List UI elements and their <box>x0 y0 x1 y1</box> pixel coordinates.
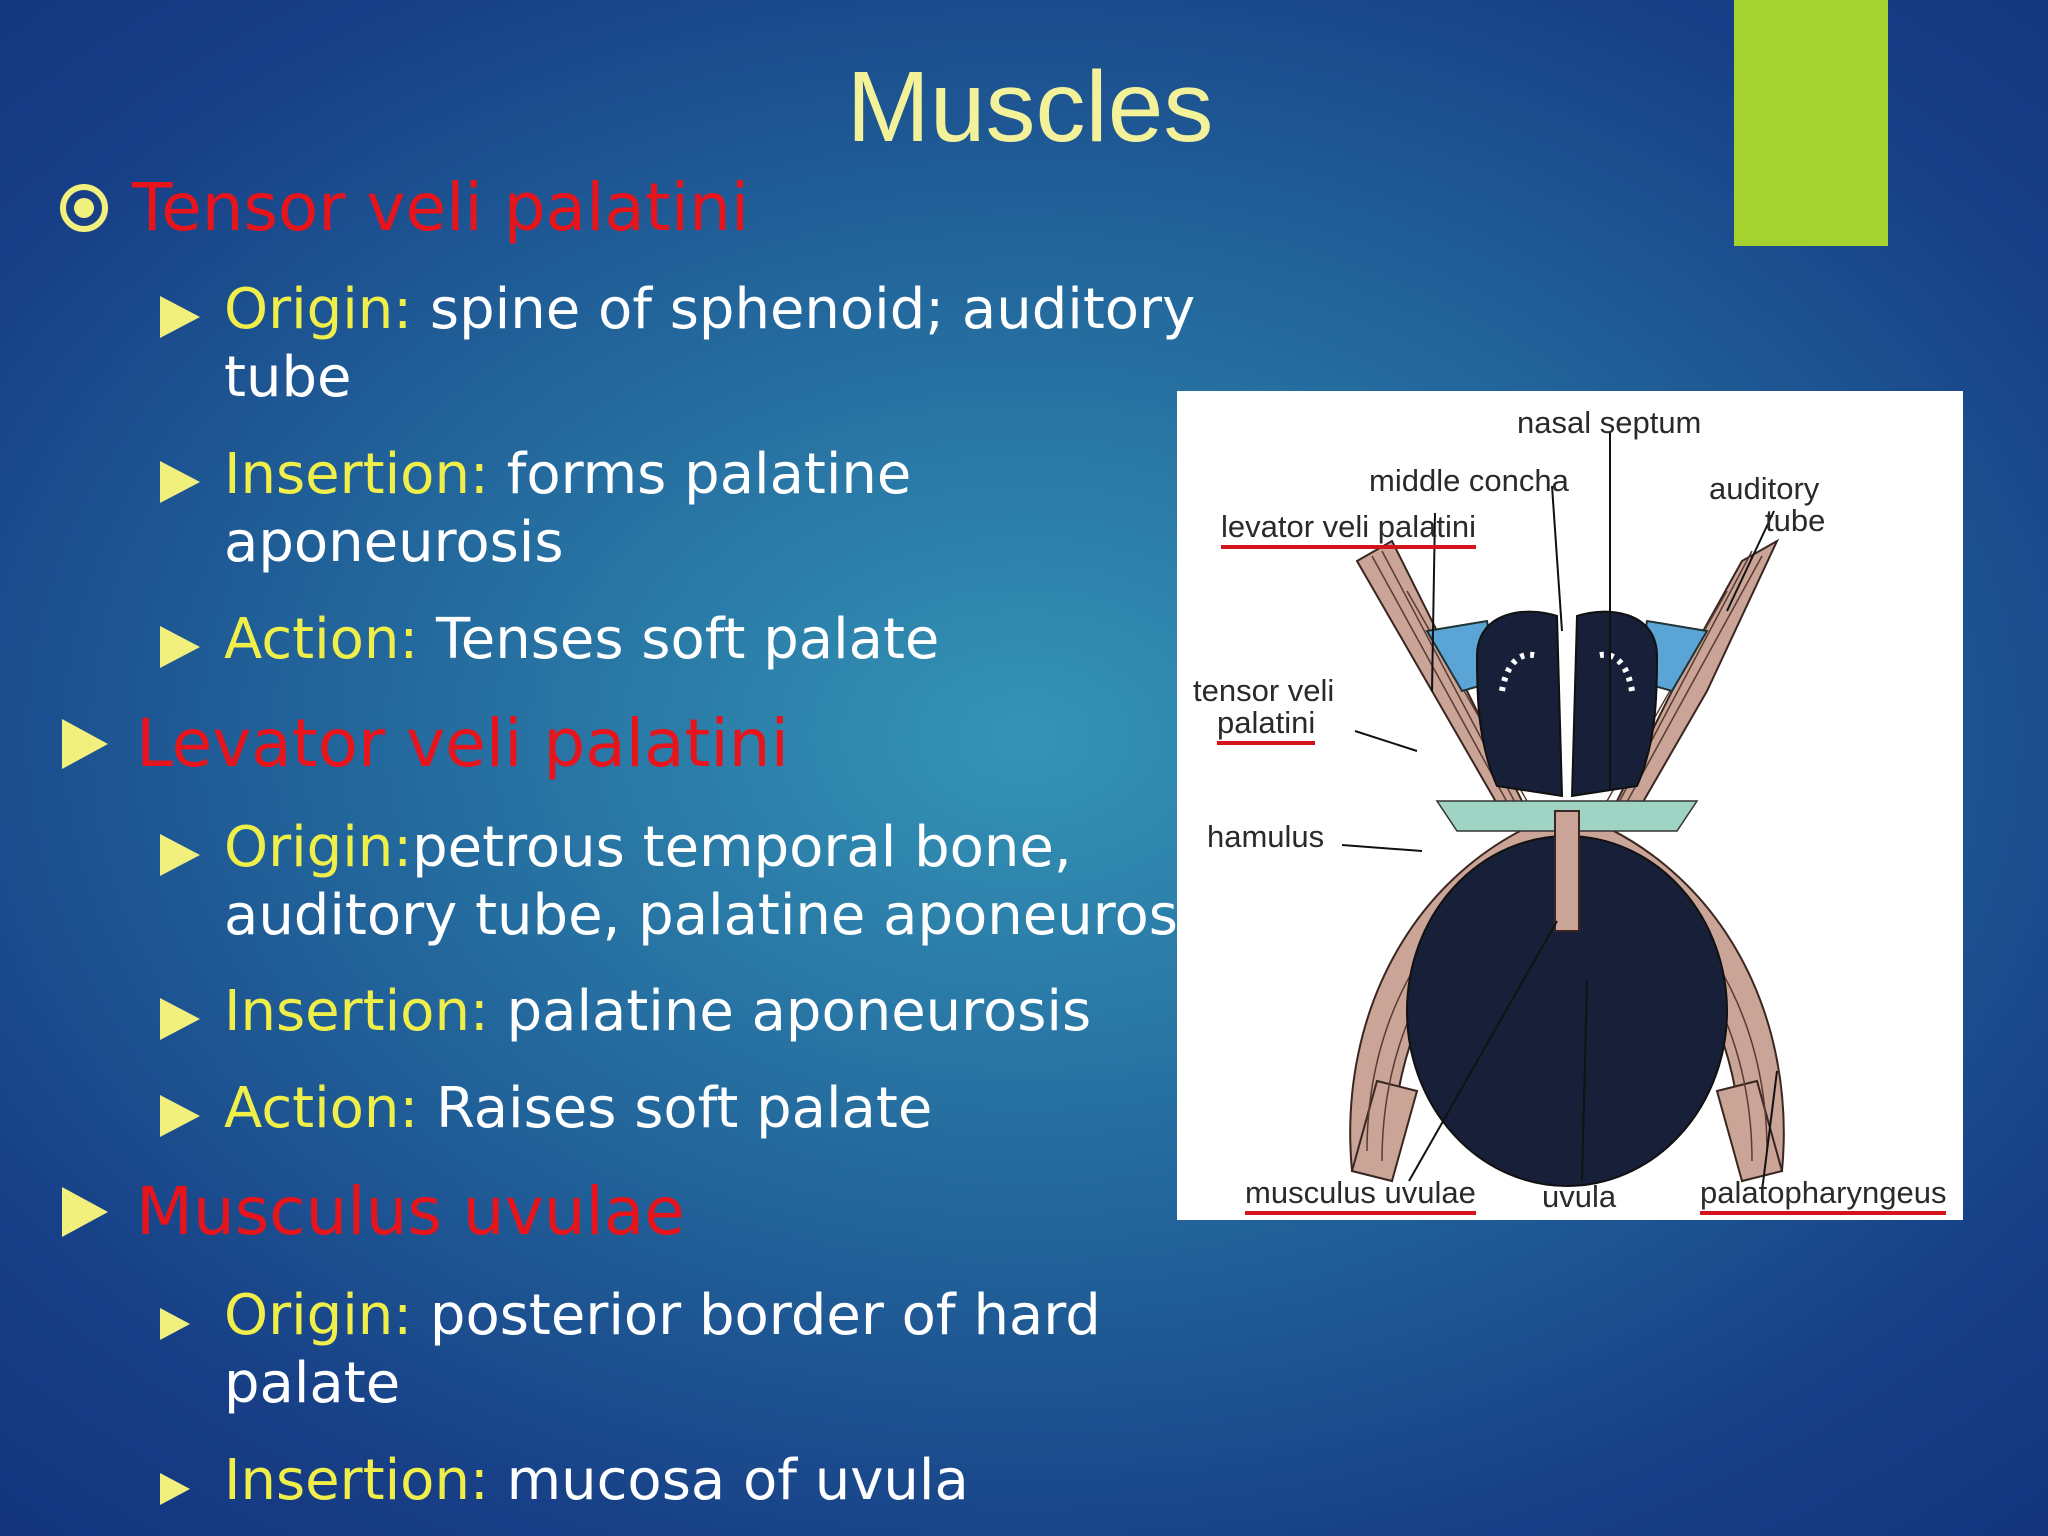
list-item: Origin: spine of sphenoid; auditory tube <box>160 276 1200 412</box>
triangle-bullet-icon <box>160 1473 190 1505</box>
triangle-bullet-icon <box>160 998 200 1040</box>
item-text: forms palatine <box>488 442 912 507</box>
label-tensor-veli-line1: tensor veli <box>1193 673 1335 708</box>
item-text-continued: palate <box>224 1351 401 1416</box>
item-key: Action: <box>224 607 419 672</box>
list-item: Action: Raises soft palate <box>160 1075 1200 1143</box>
item-key: Origin: <box>224 1283 413 1348</box>
triangle-bullet-icon <box>160 1308 190 1340</box>
item-text: mucosa of uvula <box>488 1448 969 1513</box>
list-item: Action: Tenses soft palate <box>160 606 1200 674</box>
triangle-bullet-icon <box>160 461 200 503</box>
item-key: Insertion: <box>224 442 489 507</box>
item-text-continued: tube <box>224 345 352 410</box>
item-key: Origin: <box>224 815 413 880</box>
label-auditory-tube-line1: auditory <box>1709 471 1820 506</box>
heading-text: Tensor veli palatini <box>132 169 750 246</box>
item-text-continued: aponeurosis <box>224 510 564 575</box>
list-item: Origin:petrous temporal bone,auditory tu… <box>160 814 1223 950</box>
item-text: spine of sphenoid; auditory <box>412 277 1196 342</box>
heading-text: Musculus uvulae <box>136 1173 685 1250</box>
accent-bar <box>1734 0 1888 246</box>
label-uvula: uvula <box>1542 1179 1617 1214</box>
item-key: Insertion: <box>224 1448 489 1513</box>
list-item: Insertion: mucosa of uvula <box>160 1447 1200 1515</box>
triangle-bullet-icon <box>160 296 200 338</box>
label-middle-concha: middle concha <box>1369 463 1569 498</box>
triangle-bullet-icon <box>160 1095 200 1137</box>
section-heading-tensor: Tensor veli palatini <box>58 168 749 248</box>
item-text: posterior border of hard <box>412 1283 1101 1348</box>
item-text-continued: auditory tube, palatine aponeurosis <box>224 883 1223 948</box>
label-levator-veli-palatini: levator veli palatini <box>1221 511 1477 549</box>
label-auditory-tube-line2: tube <box>1765 503 1826 538</box>
triangle-bullet-icon <box>160 834 200 876</box>
palate-muscles-illustration <box>1341 431 1785 1192</box>
item-text: Tenses soft palate <box>418 607 940 672</box>
triangle-bullet-icon <box>160 626 200 668</box>
label-nasal-septum: nasal septum <box>1517 405 1702 440</box>
item-key: Action: <box>224 1076 419 1141</box>
label-musculus-uvulae: musculus uvulae <box>1245 1177 1476 1215</box>
item-text: palatine aponeurosis <box>488 979 1092 1044</box>
item-key: Insertion: <box>224 979 489 1044</box>
soft-palate-diagram: nasal septum middle concha auditory tube… <box>1177 391 1963 1220</box>
slide-title: Muscles <box>846 51 1214 163</box>
item-key: Origin: <box>224 277 413 342</box>
heading-text: Levator veli palatini <box>136 705 789 782</box>
list-item: Insertion: palatine aponeurosis <box>160 978 1200 1046</box>
label-tensor-veli-line2: palatini <box>1217 707 1316 745</box>
section-heading-uvulae: Musculus uvulae <box>58 1172 685 1252</box>
item-text: petrous temporal bone, <box>412 815 1072 880</box>
triangle-bullet-icon <box>62 719 108 769</box>
section-heading-levator: Levator veli palatini <box>58 704 789 784</box>
item-text: Raises soft palate <box>418 1076 933 1141</box>
label-palatopharyngeus: palatopharyngeus <box>1700 1177 1947 1215</box>
radio-target-icon <box>60 184 108 232</box>
label-hamulus: hamulus <box>1207 819 1325 854</box>
triangle-bullet-icon <box>62 1187 108 1237</box>
